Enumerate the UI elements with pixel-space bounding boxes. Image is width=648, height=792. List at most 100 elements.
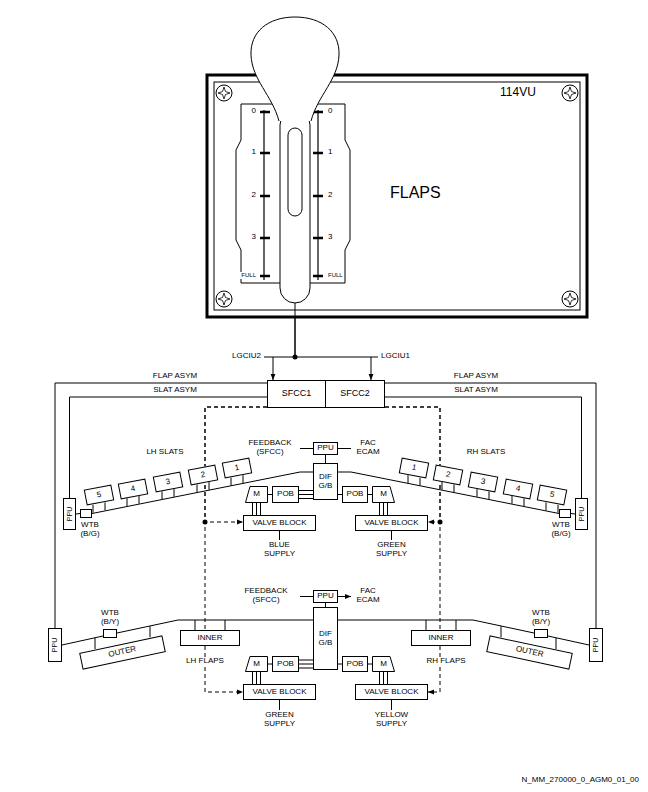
differential-gearbox: DIF G/B xyxy=(313,607,338,670)
lever-linkage xyxy=(295,303,296,317)
connector-line xyxy=(368,494,372,495)
node-text: OUTER xyxy=(514,645,543,659)
lever-knob xyxy=(251,17,339,121)
slat-panel: 2 xyxy=(433,464,464,485)
supply-label: GREEN SUPPLY xyxy=(375,541,408,559)
wingtip-brake: WTB (B/Y) xyxy=(103,629,117,638)
panel-screw xyxy=(216,291,232,307)
differential-gearbox: DIF G/B xyxy=(313,463,338,500)
wingtip-brake: WTB (B/Y) xyxy=(534,629,548,638)
signal-name: SLAT ASYM xyxy=(453,386,499,395)
connector-line xyxy=(299,664,313,665)
connector-line xyxy=(55,383,267,628)
detent-number: 1 xyxy=(327,148,333,157)
valve-block: VALVE BLOCK xyxy=(243,684,316,700)
node-text: 5 xyxy=(96,490,102,499)
flap-panel: INNER xyxy=(411,630,471,646)
node-text: M xyxy=(253,660,260,669)
connector-line xyxy=(299,494,313,495)
valve-block: VALVE BLOCK xyxy=(355,684,428,700)
node-text: VALVE BLOCK xyxy=(365,688,419,697)
pickoff-unit: PPU xyxy=(313,442,338,455)
valve-block: VALVE BLOCK xyxy=(355,515,428,531)
connector-line xyxy=(325,455,326,463)
node-text: INNER xyxy=(198,634,223,643)
node-text: PPU xyxy=(317,592,333,601)
detent-number: 2 xyxy=(327,191,333,200)
wingtip-brake: WTB (B/G) xyxy=(559,509,571,518)
connector-line xyxy=(70,397,268,498)
node-text: WTB (B/Y) xyxy=(101,609,119,627)
node-text: PPU xyxy=(592,638,600,652)
group-label: LH FLAPS xyxy=(185,657,225,666)
slat-panel: 3 xyxy=(153,471,184,492)
hydraulic-motor: M xyxy=(245,486,268,503)
connector-line xyxy=(273,317,295,380)
connector-line xyxy=(62,636,103,645)
node-text: POB xyxy=(347,660,364,669)
connector-line xyxy=(385,397,582,498)
slat-panel: 1 xyxy=(222,457,253,478)
connector-line xyxy=(385,383,596,628)
node-text: 2 xyxy=(445,470,451,479)
node-text: WTB (B/G) xyxy=(551,521,570,539)
panel-frame xyxy=(207,75,587,317)
wingtip-brake: WTB (B/G) xyxy=(80,509,92,518)
lever-knob-outline xyxy=(251,17,339,121)
signal-name: LGCIU1 xyxy=(380,352,411,361)
node-text: 3 xyxy=(480,477,486,486)
node-text: M xyxy=(380,660,387,669)
slat-panel: 2 xyxy=(188,464,219,485)
signal-name: FAC ECAM xyxy=(355,439,380,457)
computer-box: SFCC2 xyxy=(325,380,385,408)
group-label: LH SLATS xyxy=(145,448,184,457)
pressure-off-brake: POB xyxy=(272,656,299,672)
node-text: PPU xyxy=(66,507,74,521)
computer-box: SFCC1 xyxy=(267,380,326,408)
node-text: OUTER xyxy=(107,645,136,659)
slat-panel: 5 xyxy=(537,484,568,505)
pressure-off-brake: POB xyxy=(342,656,368,672)
node-text: M xyxy=(253,490,260,499)
node-text: DIF G/B xyxy=(319,630,333,648)
signal-name: FEEDBACK (SFCC) xyxy=(247,439,292,457)
connector-line xyxy=(256,672,257,684)
pickoff-unit: PPU xyxy=(63,498,76,530)
detent-number: 0 xyxy=(327,107,333,116)
node-text: 1 xyxy=(234,463,240,472)
signal-name: FLAP ASYM xyxy=(152,372,198,381)
supply-label: BLUE SUPPLY xyxy=(263,541,296,559)
detent-number: 3 xyxy=(251,233,257,242)
supply-label: YELLOW SUPPLY xyxy=(374,711,409,729)
slat-panel: 4 xyxy=(503,478,534,499)
pickoff-unit: PPU xyxy=(48,628,62,662)
valve-block: VALVE BLOCK xyxy=(243,515,316,531)
panel-screw xyxy=(216,85,232,101)
drawing-reference: N_MM_270000_0_AGM0_01_00 xyxy=(521,776,640,785)
group-label: RH SLATS xyxy=(466,448,507,457)
signal-name: LGCIU2 xyxy=(231,352,262,361)
detent-number: 3 xyxy=(327,233,333,242)
pressure-off-brake: POB xyxy=(272,486,299,503)
slat-panel: 3 xyxy=(468,471,499,492)
node-text: PPU xyxy=(317,444,333,453)
node-text: FLAPS xyxy=(390,185,441,201)
signal-name: FEEDBACK (SFCC) xyxy=(243,587,288,605)
node-text: DIF G/B xyxy=(319,473,333,491)
slat-panel: 5 xyxy=(84,484,115,505)
connector-line xyxy=(548,636,589,645)
hydraulic-motor: M xyxy=(372,656,395,672)
supply-label: GREEN SUPPLY xyxy=(263,711,296,729)
node-text: 114VU xyxy=(500,86,536,98)
node-text: VALVE BLOCK xyxy=(253,519,307,528)
node-text: POB xyxy=(347,490,364,499)
connector-line xyxy=(295,317,371,380)
slat-panel: 1 xyxy=(399,457,430,478)
node-text: PPU xyxy=(578,507,586,521)
node-text: VALVE BLOCK xyxy=(365,519,419,528)
detent-number: FULL xyxy=(327,272,344,279)
signal-name: SLAT ASYM xyxy=(152,386,198,395)
pickoff-unit: PPU xyxy=(313,590,338,603)
flap-panel: OUTER xyxy=(79,635,166,669)
